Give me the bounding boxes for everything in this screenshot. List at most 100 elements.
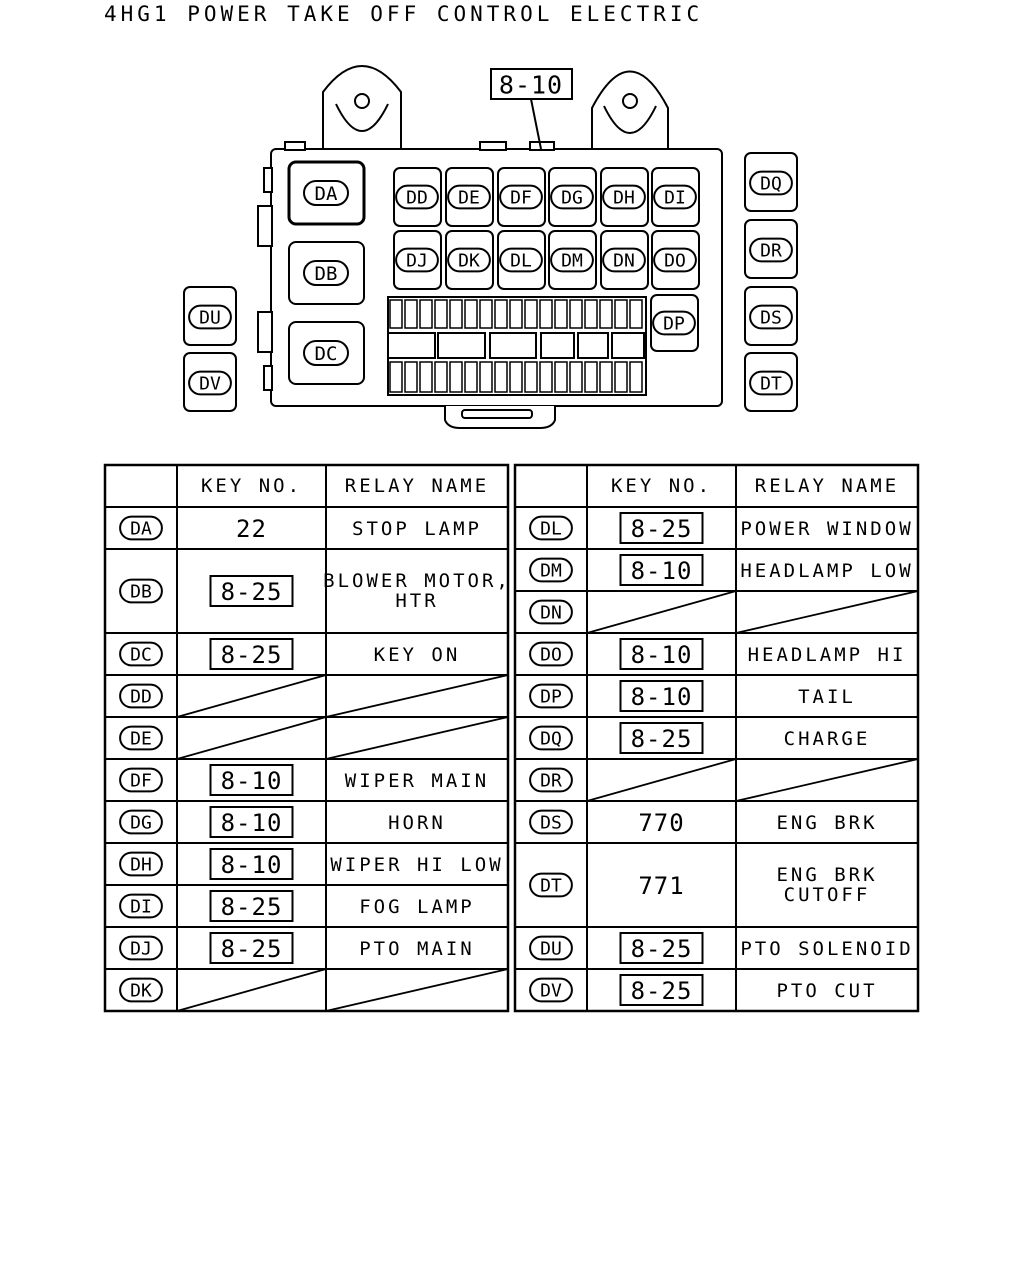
key-no-value: 771	[638, 872, 684, 900]
fuse-slot-dl: DL	[497, 230, 546, 290]
tag-label: DH	[613, 188, 635, 209]
key-no-value: 770	[638, 809, 684, 837]
relay-name-value: CUTOFF	[784, 884, 871, 906]
key-no-value: 8-25	[631, 977, 693, 1005]
table-row-dr: DR	[515, 758, 919, 802]
fuse-cell	[577, 332, 609, 359]
pin	[614, 361, 628, 393]
fuse-cell	[540, 332, 575, 359]
relay-tag-ds: DS	[529, 809, 573, 835]
tag-oval	[303, 340, 349, 366]
tag-oval	[119, 515, 163, 541]
table-row-dn: DN	[515, 590, 919, 634]
header-key-no: KEY NO.	[611, 475, 712, 497]
tag-oval	[652, 310, 696, 336]
relay-tag-dc: DC	[303, 340, 349, 366]
pin	[449, 299, 463, 329]
tag-label: DA	[315, 183, 338, 205]
relay-tag-dp: DP	[529, 683, 573, 709]
pin	[554, 299, 568, 329]
key-box	[619, 554, 704, 586]
relay-tag-dd: DD	[395, 184, 439, 210]
table-row-de: DE	[105, 716, 509, 760]
relay-name-value: HORN	[388, 812, 446, 834]
empty-slash	[735, 590, 919, 634]
relay-name-value: ENG BRK	[776, 812, 877, 834]
relay-tag-dj: DJ	[395, 247, 439, 273]
tag-label: DB	[315, 263, 338, 285]
top-nub	[284, 141, 306, 151]
relay-name-value: CHARGE	[784, 728, 871, 750]
relay-tag-dl: DL	[529, 515, 573, 541]
tag-label: DT	[760, 374, 782, 395]
relay-tag-da: DA	[303, 180, 349, 206]
empty-slash	[176, 716, 327, 760]
tag-oval	[529, 641, 573, 667]
tag-label: DF	[130, 771, 152, 792]
fuse-cell	[611, 332, 645, 359]
key-box	[209, 764, 294, 796]
tag-oval	[119, 935, 163, 961]
pin	[389, 361, 403, 393]
tag-label: DU	[540, 939, 562, 960]
tag-oval	[529, 767, 573, 793]
tag-oval	[119, 725, 163, 751]
relay-slot-dq: DQ	[744, 152, 798, 212]
key-no-value: 8-25	[631, 725, 693, 753]
relay-name-value: KEY ON	[374, 644, 461, 666]
tag-label: DE	[130, 729, 152, 750]
tag-label: DN	[540, 603, 562, 624]
relay-tag-do: DO	[653, 247, 697, 273]
tag-oval	[119, 578, 163, 604]
pin	[479, 361, 493, 393]
pin	[404, 361, 418, 393]
tag-oval	[529, 725, 573, 751]
pin	[509, 361, 523, 393]
tag-label: DR	[540, 771, 562, 792]
relay-tag-dd: DD	[119, 683, 163, 709]
tag-oval	[529, 557, 573, 583]
tag-oval	[529, 683, 573, 709]
fuse-slot-dm: DM	[548, 230, 597, 290]
fuse-slot-dn: DN	[600, 230, 649, 290]
mount-hole-left	[354, 93, 370, 109]
tag-oval	[529, 935, 573, 961]
relay-tag-dj: DJ	[119, 935, 163, 961]
tag-oval	[119, 641, 163, 667]
tag-label: DO	[664, 251, 686, 272]
key-no-value: 8-10	[631, 641, 693, 669]
key-box	[619, 722, 704, 754]
relay-slot-du: DU	[183, 286, 237, 346]
relay-tag-dr: DR	[749, 237, 793, 263]
tag-label: DE	[458, 188, 480, 209]
side-notch	[257, 205, 273, 247]
key-no-value: 8-25	[221, 893, 283, 921]
tag-label: DK	[458, 251, 480, 272]
pin	[434, 299, 448, 329]
pin	[464, 299, 478, 329]
relay-tag-dq: DQ	[749, 170, 793, 196]
pin	[434, 361, 448, 393]
relay-tag-dt: DT	[749, 370, 793, 396]
relay-tag-de: DE	[447, 184, 491, 210]
relay-tag-df: DF	[499, 184, 543, 210]
side-notch	[257, 311, 273, 353]
leader-line	[530, 98, 542, 150]
tag-label: DG	[561, 188, 583, 209]
tag-label: DP	[663, 314, 685, 335]
relay-slot-dv: DV	[183, 352, 237, 412]
pin	[404, 299, 418, 329]
connector-block	[387, 296, 647, 396]
header-relay-name: RELAY NAME	[345, 475, 489, 497]
tag-label: DI	[664, 188, 686, 209]
relay-slot-da: DA	[287, 160, 366, 226]
tag-label: DH	[130, 855, 152, 876]
pin	[599, 361, 613, 393]
